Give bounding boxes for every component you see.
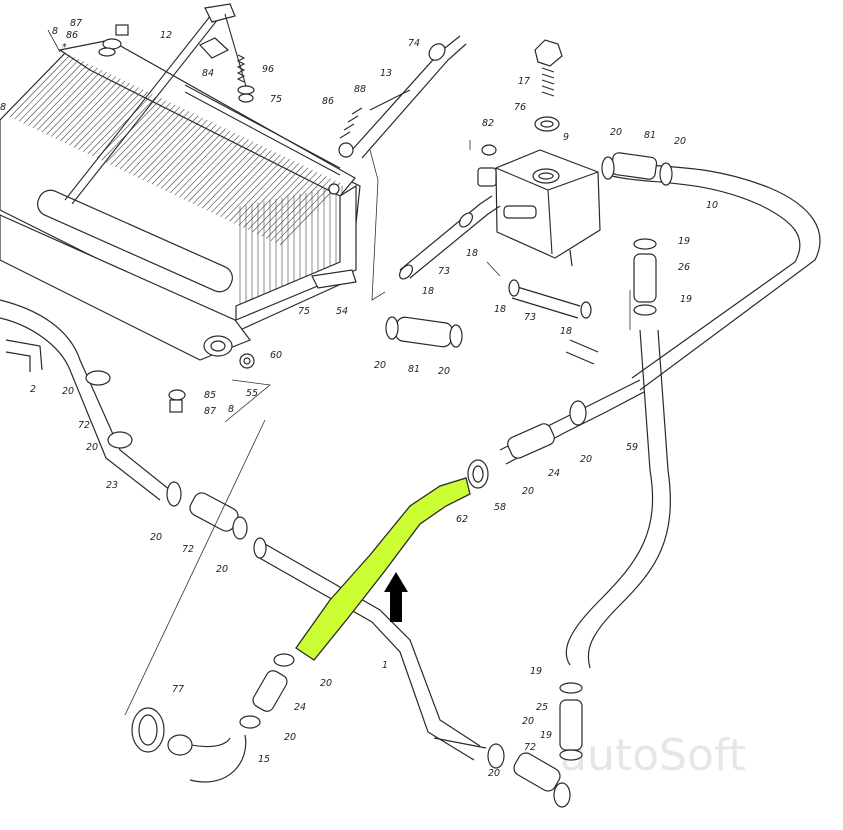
- label-20: 20: [522, 486, 534, 497]
- label-72: 72: [78, 420, 90, 431]
- radiator: [0, 3, 361, 413]
- label-15: 15: [258, 754, 270, 765]
- label-96: 96: [262, 64, 274, 75]
- label-75: 75: [270, 94, 282, 105]
- label-8: 8: [52, 26, 58, 37]
- label-75: 75: [298, 306, 310, 317]
- label-19: 19: [540, 730, 552, 741]
- label-77: 77: [172, 684, 184, 695]
- label-1: 1: [382, 660, 388, 671]
- label-73: 73: [524, 312, 536, 323]
- label-19: 19: [530, 666, 542, 677]
- label-18: 18: [494, 304, 506, 315]
- label-86: 86: [66, 30, 78, 41]
- label-59: 59: [626, 442, 638, 453]
- label-20: 20: [150, 532, 162, 543]
- label-20: 20: [488, 768, 500, 779]
- label-24: 24: [548, 468, 560, 479]
- label-8: 8: [228, 404, 234, 415]
- label-20: 20: [438, 366, 450, 377]
- label-20: 20: [674, 136, 686, 147]
- label-18: 18: [560, 326, 572, 337]
- radiator-core-fins: [9, 54, 343, 318]
- highlighted-hose-62[interactable]: [295, 477, 471, 661]
- label-20: 20: [374, 360, 386, 371]
- indicator-arrow: [384, 572, 408, 622]
- label-73: 73: [438, 266, 450, 277]
- label-19: 19: [678, 236, 690, 247]
- label-20: 20: [522, 716, 534, 727]
- label-20: 20: [216, 564, 228, 575]
- label-54: 54: [336, 306, 348, 317]
- label-20: 20: [610, 127, 622, 138]
- label-84: 84: [202, 68, 214, 79]
- label-2: 2: [30, 384, 36, 395]
- label-25: 25: [536, 702, 548, 713]
- label-87: 87: [70, 18, 82, 29]
- label-62: 62: [456, 514, 468, 525]
- label-19: 19: [680, 294, 692, 305]
- label-86: 86: [322, 96, 334, 107]
- label-9: 9: [563, 132, 569, 143]
- label-82: 82: [482, 118, 494, 129]
- watermark-text: autoSoft: [560, 730, 746, 781]
- label-87: 87: [204, 406, 216, 417]
- label-58: 58: [494, 502, 506, 513]
- label-18: 18: [466, 248, 478, 259]
- label-17: 17: [518, 76, 530, 87]
- label-88: 88: [354, 84, 366, 95]
- label-8: 8: [0, 102, 6, 113]
- label-85: 85: [204, 390, 216, 401]
- label-23: 23: [106, 480, 118, 491]
- label-72: 72: [524, 742, 536, 753]
- label-20: 20: [580, 454, 592, 465]
- label-18: 18: [422, 286, 434, 297]
- label-star: *: [62, 42, 67, 53]
- label-20: 20: [86, 442, 98, 453]
- pipes: [0, 35, 821, 808]
- label-55: 55: [246, 388, 258, 399]
- label-60: 60: [270, 350, 282, 361]
- label-81: 81: [644, 130, 656, 141]
- label-72: 72: [182, 544, 194, 555]
- label-10: 10: [706, 200, 718, 211]
- label-24: 24: [294, 702, 306, 713]
- label-20: 20: [62, 386, 74, 397]
- label-12: 12: [160, 30, 172, 41]
- label-20: 20: [320, 678, 332, 689]
- label-26: 26: [678, 262, 690, 273]
- label-74: 74: [408, 38, 420, 49]
- label-13: 13: [380, 68, 392, 79]
- label-20: 20: [284, 732, 296, 743]
- leader-lines: [47, 29, 631, 716]
- label-81: 81: [408, 364, 420, 375]
- label-76: 76: [514, 102, 526, 113]
- part-labels: 8 87 86 * 12 84 96 75 74 13 86 88 17 76 …: [0, 18, 718, 779]
